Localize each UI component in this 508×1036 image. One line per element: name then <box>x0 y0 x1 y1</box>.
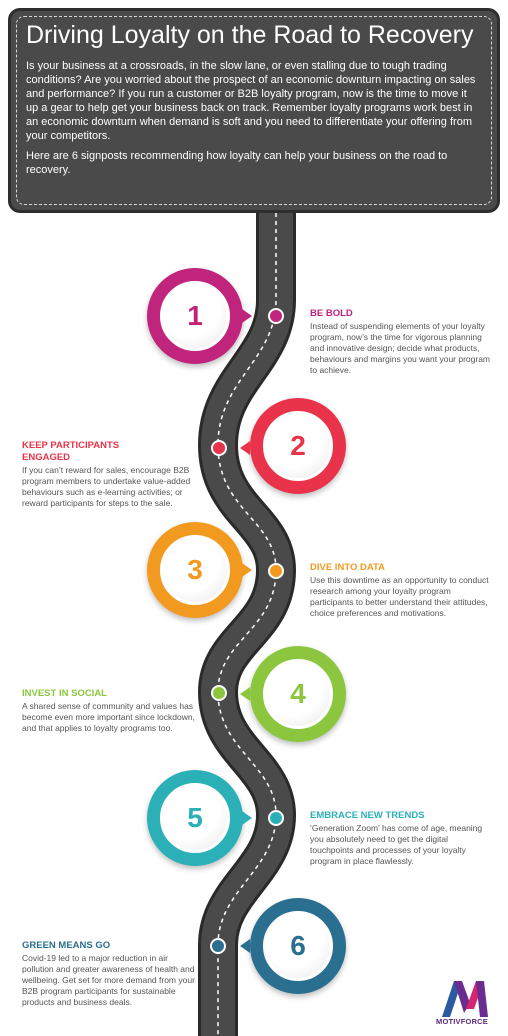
step-number-3: 3 <box>187 554 203 585</box>
step-pointer-1 <box>242 309 252 323</box>
step-desc-1: Instead of suspending elements of your l… <box>310 321 491 375</box>
header-sign-dashed-border <box>16 16 492 205</box>
road-marker-4 <box>211 685 227 701</box>
intro-text-block: Is your business at a crossroads, in the… <box>26 59 476 183</box>
step-pointer-2 <box>240 441 250 455</box>
step-badge-3: 3 <box>147 522 243 618</box>
step-pointer-5 <box>242 811 252 825</box>
road-marker-1 <box>268 308 284 324</box>
step-text-1: BE BOLD Instead of suspending elements o… <box>310 308 490 376</box>
step-number-4: 4 <box>290 678 306 709</box>
step-desc-2: If you can’t reward for sales, encourage… <box>22 465 191 508</box>
step-pointer-3 <box>242 563 252 577</box>
header-sign <box>8 8 500 213</box>
step-title-3: DIVE INTO DATA <box>310 562 385 573</box>
step-text-5: EMBRACE NEW TRENDS ‘Generation Zoom’ has… <box>310 810 490 867</box>
step-title-5: EMBRACE NEW TRENDS <box>310 810 425 821</box>
step-pointer-6 <box>240 939 250 953</box>
step-number-5: 5 <box>187 802 203 833</box>
step-text-6: GREEN MEANS GO Covid-19 led to a major r… <box>22 940 200 1008</box>
step-badge-1: 1 <box>147 268 243 364</box>
step-text-2: KEEP PARTICIPANTS ENGAGED If you can’t r… <box>22 440 200 509</box>
road-marker-3 <box>268 563 284 579</box>
step-title-1: BE BOLD <box>310 308 353 319</box>
page-title: Driving Loyalty on the Road to Recovery <box>26 21 474 49</box>
step-number-2: 2 <box>290 430 306 461</box>
step-badge-2: 2 <box>250 398 346 494</box>
step-title-6: GREEN MEANS GO <box>22 940 111 951</box>
step-title-4: INVEST IN SOCIAL <box>22 688 107 699</box>
step-badge-6: 6 <box>250 898 346 994</box>
motivforce-logo-icon <box>442 981 488 1017</box>
step-number-6: 6 <box>290 930 306 961</box>
step-text-3: DIVE INTO DATA Use this downtime as an o… <box>310 562 490 619</box>
step-desc-6: Covid-19 led to a major reduction in air… <box>22 953 195 1007</box>
step-desc-4: A shared sense of community and values h… <box>22 701 195 733</box>
signposts-paragraph: Here are 6 signposts recommending how lo… <box>26 150 448 176</box>
step-number-1: 1 <box>187 300 203 331</box>
step-desc-3: Use this downtime as an opportunity to c… <box>310 575 489 618</box>
step-title-2: KEEP PARTICIPANTS ENGAGED <box>22 440 120 463</box>
step-pointer-4 <box>240 687 250 701</box>
road-marker-5 <box>268 810 284 826</box>
step-text-4: INVEST IN SOCIAL A shared sense of commu… <box>22 688 200 734</box>
step-badge-5: 5 <box>147 770 243 866</box>
step-badge-4: 4 <box>250 646 346 742</box>
road-marker-2 <box>211 440 227 456</box>
brand-name: MOTIVFORCE <box>436 1017 488 1026</box>
road-marker-6 <box>210 938 226 954</box>
intro-paragraph: Is your business at a crossroads, in the… <box>26 60 476 142</box>
step-desc-5: ‘Generation Zoom’ has come of age, meani… <box>310 823 483 866</box>
